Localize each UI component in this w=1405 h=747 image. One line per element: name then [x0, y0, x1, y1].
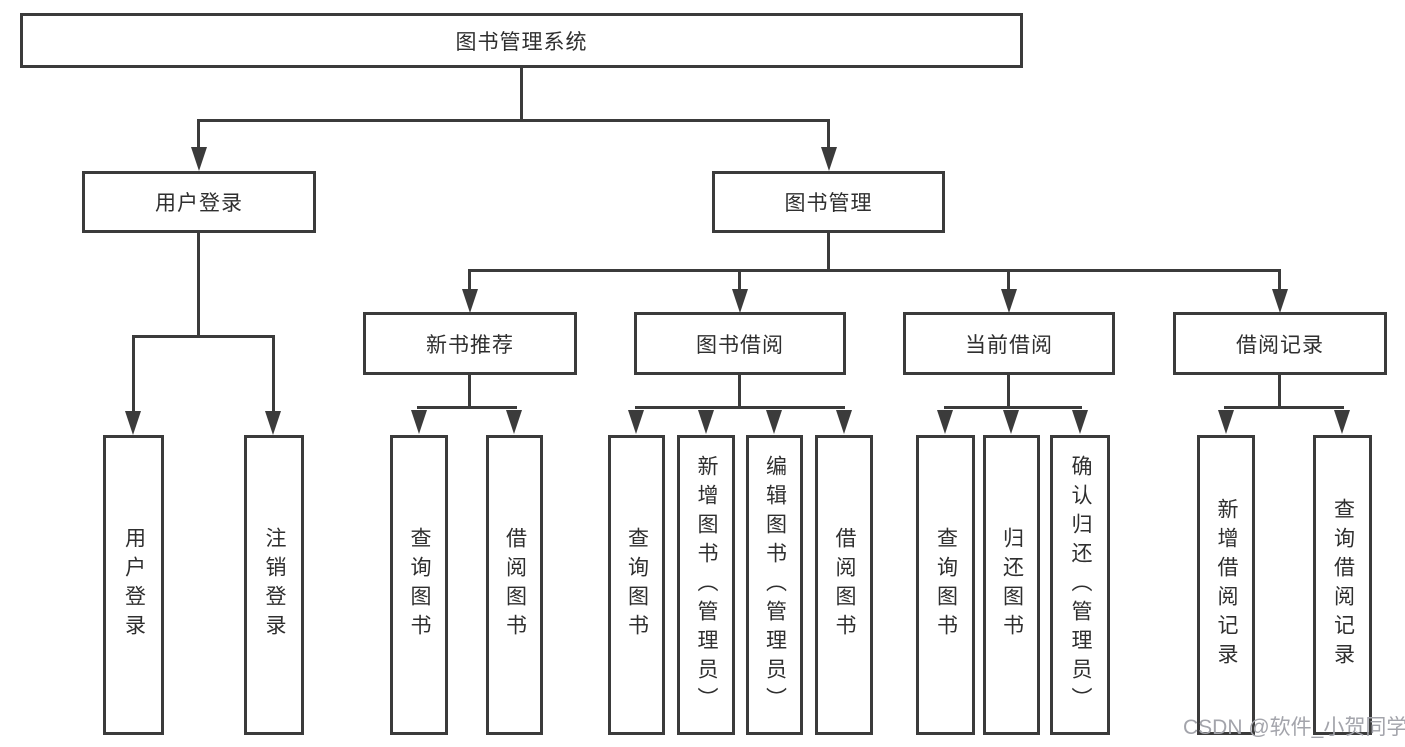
arrow-down-icon [1003, 410, 1019, 434]
arrow-down-icon [732, 289, 748, 313]
arrow-down-icon [411, 410, 427, 434]
connector-line [132, 335, 275, 338]
leaf-query-borrow-record: 查询借阅记录 [1313, 435, 1372, 735]
connector-line [1278, 269, 1281, 291]
arrow-down-icon [462, 289, 478, 313]
connector-line [1007, 269, 1010, 291]
arrow-down-icon [265, 411, 281, 435]
arrow-down-icon [698, 410, 714, 434]
leaf-label: 查询图书 [934, 527, 958, 643]
leaf-label: 编辑图书（管理员） [763, 454, 787, 716]
arrow-down-icon [937, 410, 953, 434]
arrow-down-icon [1272, 289, 1288, 313]
leaf-user-login: 用户登录 [103, 435, 164, 735]
csdn-watermark: CSDN @软件_小贺同学 [1183, 716, 1405, 739]
leaf-label: 确认归还（管理员） [1069, 454, 1092, 716]
leaf-label: 注销登录 [263, 527, 286, 643]
node-library-management-system: 图书管理系统 [20, 13, 1023, 68]
leaf-label: 查询图书 [625, 527, 649, 643]
node-borrowing-records: 借阅记录 [1173, 312, 1387, 375]
connector-line [635, 406, 845, 409]
node-current-borrowing: 当前借阅 [903, 312, 1115, 375]
leaf-label: 新增借阅记录 [1215, 498, 1238, 672]
connector-line [520, 68, 523, 121]
leaf-label: 新增图书（管理员） [695, 454, 718, 716]
leaf-add-books-admin: 新增图书（管理员） [677, 435, 735, 735]
connector-line [468, 374, 471, 408]
leaf-label: 借阅图书 [833, 527, 856, 643]
node-user-login: 用户登录 [82, 171, 316, 233]
leaf-logout: 注销登录 [244, 435, 304, 735]
leaf-query-books: 查询图书 [390, 435, 448, 735]
leaf-borrow-books: 借阅图书 [815, 435, 873, 735]
connector-line [827, 119, 830, 149]
leaf-query-books: 查询图书 [916, 435, 975, 735]
arrow-down-icon [821, 147, 837, 171]
leaf-label: 用户登录 [122, 527, 146, 643]
leaf-edit-books-admin: 编辑图书（管理员） [746, 435, 803, 735]
leaf-confirm-return-admin: 确认归还（管理员） [1050, 435, 1110, 735]
arrow-down-icon [1334, 410, 1350, 434]
connector-line [132, 335, 135, 413]
connector-line [738, 374, 741, 408]
leaf-add-borrow-record: 新增借阅记录 [1197, 435, 1255, 735]
arrow-down-icon [125, 411, 141, 435]
connector-line [197, 119, 830, 122]
arrow-down-icon [1072, 410, 1088, 434]
node-book-management: 图书管理 [712, 171, 945, 233]
connector-line [1224, 406, 1344, 409]
arrow-down-icon [766, 410, 782, 434]
arrow-down-icon [628, 410, 644, 434]
arrow-down-icon [1218, 410, 1234, 434]
connector-line [944, 406, 1082, 409]
leaf-label: 归还图书 [1000, 527, 1024, 643]
leaf-label: 查询借阅记录 [1331, 498, 1355, 672]
connector-line [197, 119, 200, 149]
connector-line [1007, 374, 1010, 408]
connector-line [468, 269, 1281, 272]
arrow-down-icon [836, 410, 852, 434]
connector-line [417, 406, 517, 409]
node-book-borrowing: 图书借阅 [634, 312, 846, 375]
leaf-label: 借阅图书 [503, 527, 527, 643]
leaf-query-books: 查询图书 [608, 435, 665, 735]
leaf-label: 查询图书 [408, 527, 431, 643]
arrow-down-icon [506, 410, 522, 434]
connector-line [197, 233, 200, 337]
leaf-borrow-books: 借阅图书 [486, 435, 543, 735]
connector-line [738, 269, 741, 291]
arrow-down-icon [191, 147, 207, 171]
node-new-book-recommendation: 新书推荐 [363, 312, 577, 375]
connector-line [468, 269, 471, 291]
connector-line [827, 233, 830, 271]
leaf-return-books: 归还图书 [983, 435, 1040, 735]
arrow-down-icon [1001, 289, 1017, 313]
connector-line [272, 335, 275, 413]
connector-line [1278, 374, 1281, 408]
